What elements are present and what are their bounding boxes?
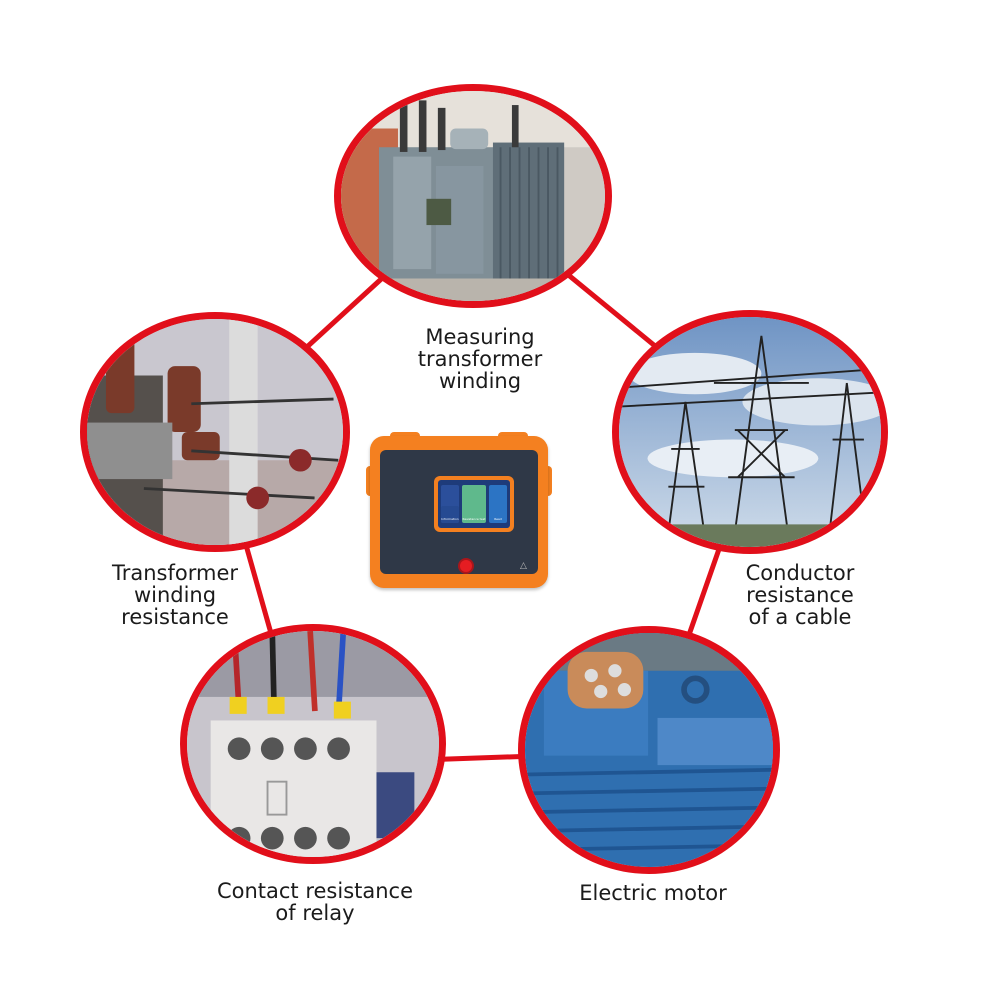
relay-contactor-photo xyxy=(180,624,446,864)
caption-electric-motor: Electric motor xyxy=(579,881,727,905)
device-screen-bezel: Settings Resistance test Read Informatio… xyxy=(434,476,514,532)
warning-triangle-icon: △ xyxy=(520,561,527,571)
caption-measuring-transformer-winding: Measuring transformer winding xyxy=(417,325,543,393)
device-front-panel: Settings Resistance test Read Informatio… xyxy=(380,450,538,574)
screen-tile-information: Information xyxy=(441,506,459,523)
caption-transformer-winding-resistance: Transformer winding resistance xyxy=(111,561,238,629)
screen-tile-resistance-test: Resistance test xyxy=(462,485,486,523)
power-transmission-towers-photo xyxy=(612,310,888,554)
resistance-tester-device: Settings Resistance test Read Informatio… xyxy=(366,432,552,588)
stop-button-icon xyxy=(458,558,474,574)
screen-tile-read: Read xyxy=(489,485,507,523)
caption-contact-resistance-relay: Contact resistance of relay xyxy=(216,879,414,925)
transformer-substation-photo xyxy=(334,84,612,308)
electric-motor-photo xyxy=(518,626,780,874)
device-touch-screen: Settings Resistance test Read Informatio… xyxy=(438,480,510,528)
caption-conductor-resistance-cable: Conductor resistance of a cable xyxy=(745,561,855,629)
pole-mounted-transformer-photo xyxy=(80,312,350,552)
